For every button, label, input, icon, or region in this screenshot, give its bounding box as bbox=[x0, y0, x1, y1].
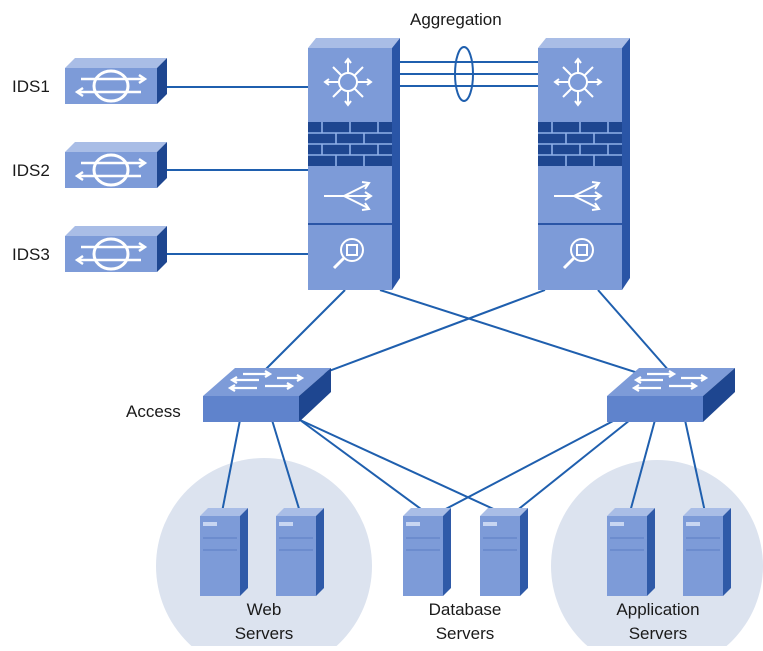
aggregation-switch-left[interactable] bbox=[306, 36, 402, 292]
database-server-1[interactable] bbox=[402, 507, 452, 597]
etherchannel-bundle-icon bbox=[454, 46, 474, 102]
application-servers-label-line2: Servers bbox=[628, 624, 688, 643]
application-server-2[interactable] bbox=[682, 507, 732, 597]
ids3-device[interactable] bbox=[63, 224, 169, 274]
aggregation-switch-right[interactable] bbox=[536, 36, 632, 292]
web-servers-label-line1: Web bbox=[246, 600, 282, 619]
ids2-device[interactable] bbox=[63, 140, 169, 190]
ids1-device[interactable] bbox=[63, 56, 169, 106]
access-switch-right[interactable] bbox=[605, 366, 737, 424]
application-server-1[interactable] bbox=[606, 507, 656, 597]
ids1-label: IDS1 bbox=[12, 77, 50, 96]
access-label: Access bbox=[126, 402, 181, 421]
application-servers-label-line1: Application bbox=[616, 600, 700, 619]
web-servers-cluster bbox=[156, 458, 372, 651]
database-server-2[interactable] bbox=[479, 507, 529, 597]
ids3-label: IDS3 bbox=[12, 245, 50, 264]
web-servers-label-line2: Servers bbox=[234, 624, 294, 643]
ids2-label: IDS2 bbox=[12, 161, 50, 180]
aggregation-label: Aggregation bbox=[410, 10, 502, 29]
web-server-2[interactable] bbox=[275, 507, 325, 597]
application-servers-cluster bbox=[551, 460, 763, 651]
web-server-1[interactable] bbox=[199, 507, 249, 597]
database-servers-label-line2: Servers bbox=[435, 624, 495, 643]
database-servers-label-line1: Database bbox=[428, 600, 502, 619]
access-switch-left[interactable] bbox=[201, 366, 333, 424]
network-links bbox=[167, 61, 706, 513]
